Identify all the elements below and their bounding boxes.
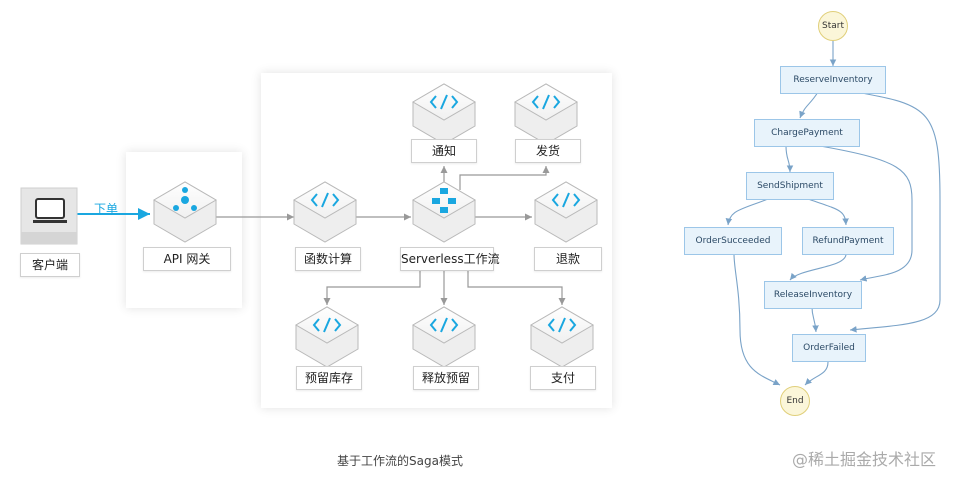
release-reservation-icon [412, 306, 476, 368]
computer-icon [20, 187, 78, 245]
client-label: 客户端 [20, 253, 80, 277]
workflow-to-payment-arrow [467, 268, 566, 305]
reserve-inventory-label: 预留库存 [296, 366, 362, 390]
function-compute-label: 函数计算 [295, 247, 361, 271]
workflow-icon [412, 181, 476, 243]
notify-label: 通知 [411, 139, 477, 163]
sm-state-node: OrderFailed [792, 334, 866, 362]
edge-reserve-charge [799, 91, 819, 119]
refund-icon [534, 181, 598, 243]
ship-label: 发货 [515, 139, 581, 163]
function-compute-icon [293, 181, 357, 243]
order-label: 下单 [94, 202, 119, 216]
edge-refund-release [789, 253, 847, 281]
reserve-inventory-icon [295, 306, 359, 368]
edge-charge-ship [785, 145, 794, 173]
workflow-label: Serverless工作流 [400, 247, 500, 271]
notify-icon [412, 83, 476, 145]
sm-start-node: Start [818, 11, 848, 41]
payment-label: 支付 [530, 366, 596, 390]
sm-state-node: RefundPayment [802, 227, 894, 255]
sm-end-node: End [780, 386, 810, 416]
payment-icon [530, 306, 594, 368]
sm-state-node: SendShipment [746, 172, 834, 200]
sm-state-node: ReserveInventory [780, 66, 886, 94]
diagram-caption: 基于工作流的Saga模式 [337, 454, 463, 468]
sm-state-node: ChargePayment [754, 119, 860, 147]
edge-reserve-orderfailed [849, 91, 941, 333]
edge-failed-end [804, 361, 829, 386]
edge-ship-succeeded [725, 198, 769, 226]
refund-label: 退款 [534, 247, 602, 271]
release-reservation-label: 释放预留 [413, 366, 479, 390]
sm-state-node: ReleaseInventory [764, 281, 862, 309]
workflow-to-reserve-arrow [323, 268, 421, 305]
edge-ship-refund [807, 198, 849, 226]
ship-icon [514, 83, 578, 145]
sm-state-node: OrderSucceeded [684, 227, 782, 255]
gateway-hub-icon [153, 181, 217, 243]
edge-charge-release [819, 145, 913, 282]
edge-succeeded-end [733, 253, 781, 386]
workflow-to-ship-arrow [459, 166, 550, 190]
gateway-label: API 网关 [143, 247, 231, 271]
edge-release-failed [811, 306, 819, 333]
watermark: @稀土掘金技术社区 [791, 450, 936, 469]
